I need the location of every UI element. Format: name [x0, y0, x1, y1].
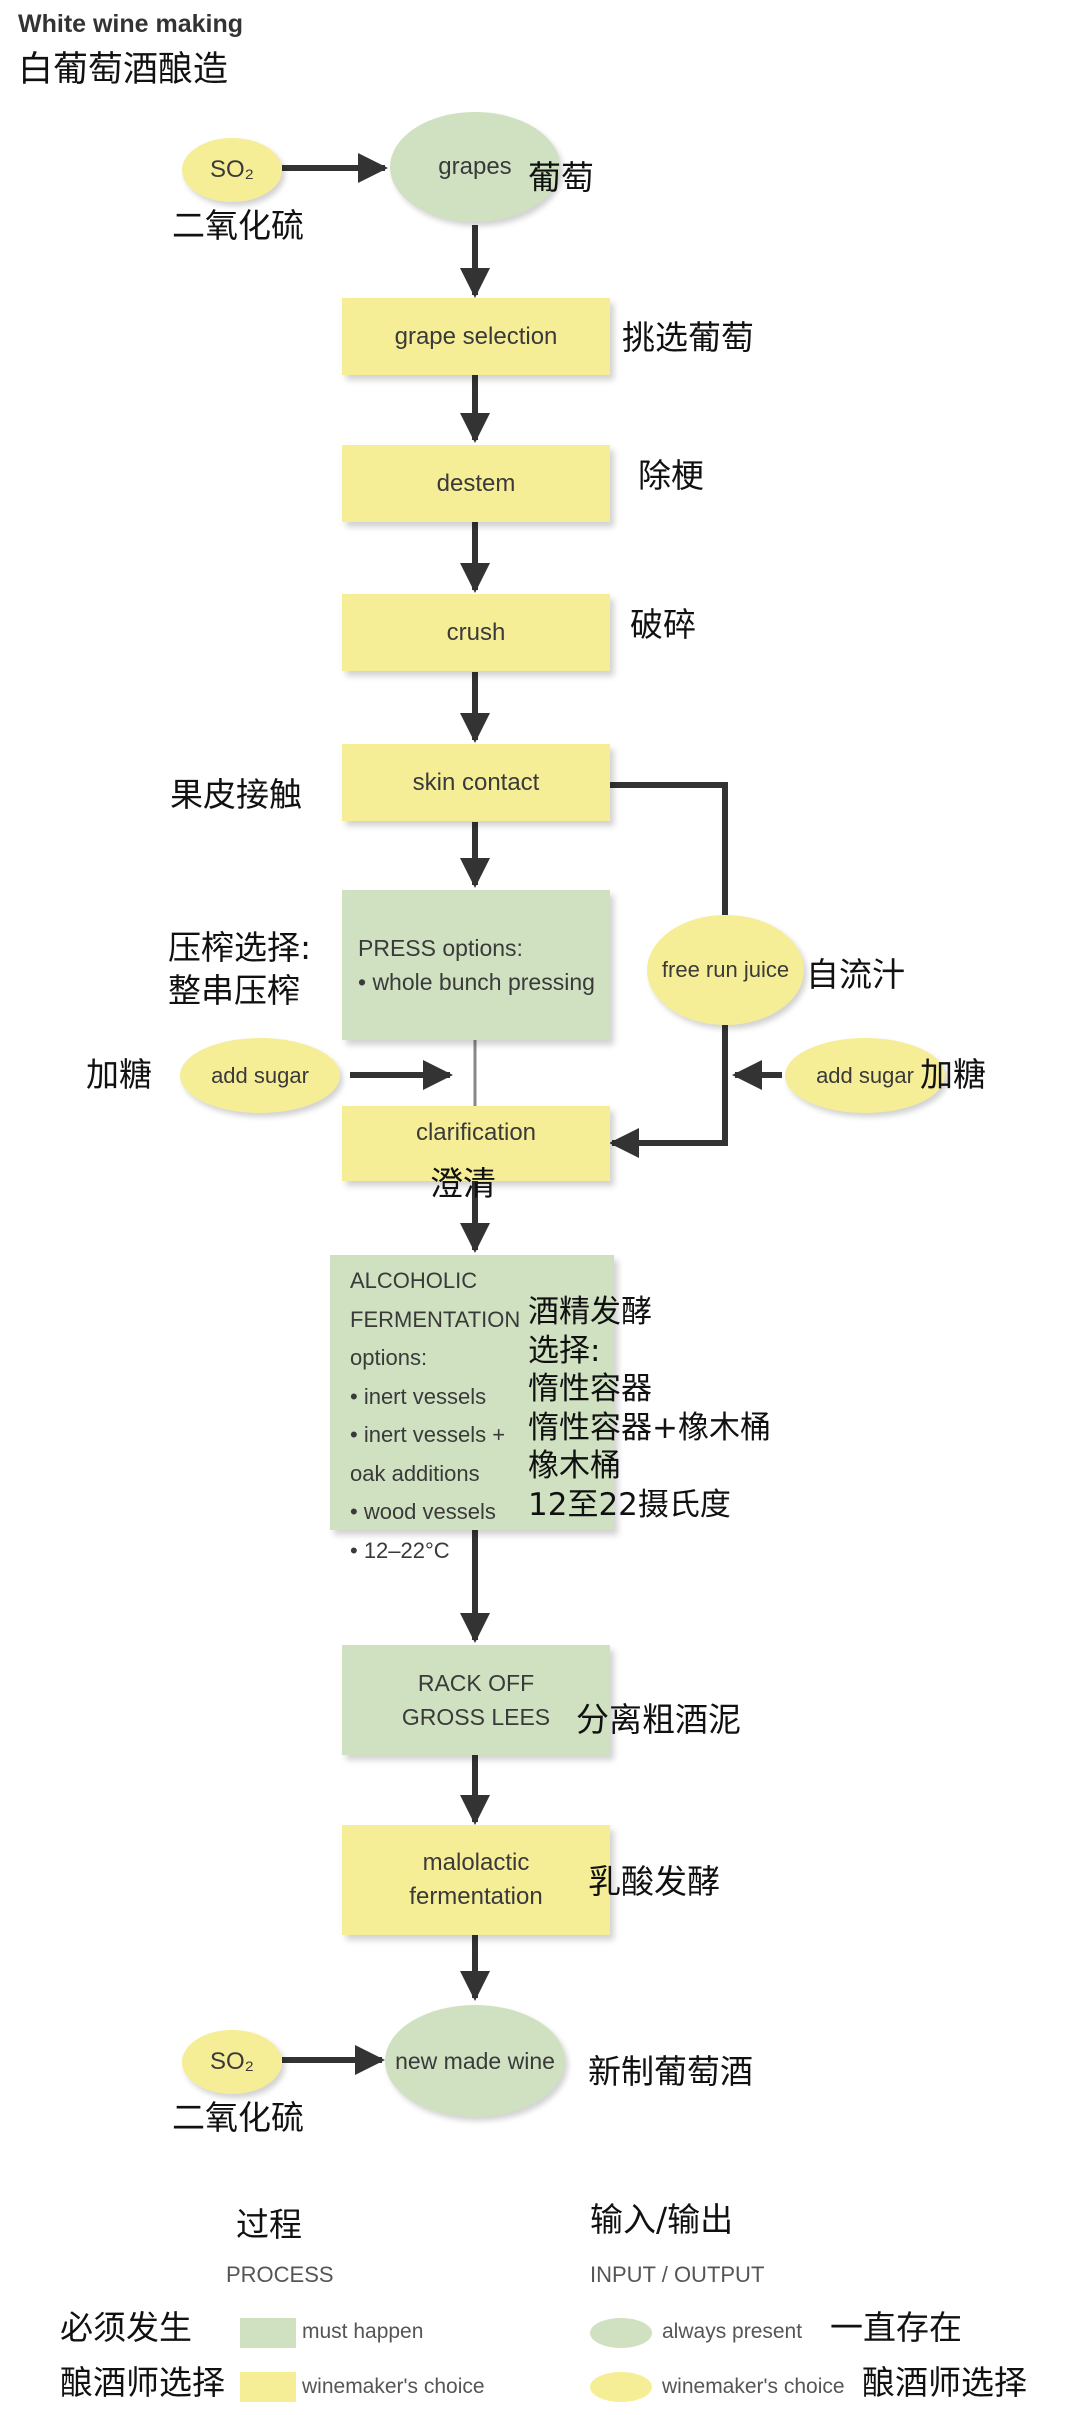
so2-top-cn: 二氧化硫 [172, 206, 304, 245]
destem-node: destem [342, 445, 610, 522]
legend-always-en: always present [662, 2320, 803, 2343]
line-skin-to-freerun [610, 782, 728, 915]
legend-process-en: PROCESS [226, 2262, 334, 2287]
legend-must-happen-swatch [240, 2318, 296, 2348]
press-options-node: PRESS options: • whole bunch pressing [342, 890, 610, 1040]
legend-must-happen-en: must happen [302, 2320, 424, 2343]
grape-selection-node: grape selection [342, 298, 610, 375]
legend-choice2-en: winemaker's choice [662, 2375, 845, 2398]
rack-off-node: RACK OFF GROSS LEES [342, 1645, 610, 1755]
fermentation-text: ALCOHOLIC FERMENTATION options: • inert … [350, 1268, 521, 1563]
so2-bottom-cn: 二氧化硫 [172, 2098, 304, 2137]
so2-bottom-node: SO₂ [182, 2030, 282, 2094]
legend-io-en: INPUT / OUTPUT [590, 2262, 765, 2287]
grapes-node: grapes [390, 112, 560, 222]
legend-always-swatch [590, 2318, 652, 2348]
grape-selection-cn: 挑选葡萄 [622, 318, 754, 357]
clarification-node: clarification [342, 1106, 610, 1181]
add-sugar-right-cn: 加糖 [920, 1055, 986, 1094]
fermentation-cn: 酒精发酵 选择: 惰性容器 惰性容器+橡木桶 橡木桶 12至22摄氏度 [528, 1294, 771, 1523]
arrow-freerun-to-clarification [609, 1025, 728, 1158]
destem-cn: 除梗 [638, 456, 704, 495]
legend-always-cn: 一直存在 [830, 2308, 962, 2347]
legend-io-cn: 输入/输出 [590, 2200, 734, 2239]
rack-off-cn: 分离粗酒泥 [576, 1700, 741, 1739]
new-made-wine-node: new made wine [385, 2005, 565, 2117]
clarification-cn: 澄清 [430, 1164, 496, 1203]
title-en: White wine making [18, 10, 244, 38]
malolactic-cn: 乳酸发酵 [588, 1862, 720, 1901]
legend-choice-en: winemaker's choice [302, 2375, 485, 2398]
grapes-cn: 葡萄 [528, 158, 594, 197]
fermentation-node [330, 1255, 614, 1530]
add-sugar-right-node: add sugar [785, 1038, 945, 1113]
legend-choice-swatch [240, 2372, 296, 2402]
press-options-cn: 压榨选择: 整串压榨 [168, 928, 312, 1010]
legend-must-happen-cn: 必须发生 [60, 2308, 192, 2347]
malolactic-node: malolactic fermentation [342, 1825, 610, 1935]
skin-contact-cn: 果皮接触 [170, 775, 302, 814]
legend-process-cn: 过程 [236, 2205, 302, 2244]
title-cn: 白葡萄酒酿造 [18, 50, 229, 90]
crush-node: crush [342, 594, 610, 671]
free-run-juice-cn: 自流汁 [806, 955, 905, 994]
add-sugar-left-node: add sugar [180, 1038, 340, 1113]
add-sugar-left-cn: 加糖 [86, 1055, 152, 1094]
legend-choice2-swatch [590, 2372, 652, 2402]
skin-contact-node: skin contact [342, 744, 610, 821]
free-run-juice-node: free run juice [647, 915, 804, 1025]
legend-choice-cn: 酿酒师选择 [60, 2363, 225, 2402]
so2-top-node: SO₂ [182, 138, 282, 202]
crush-cn: 破碎 [630, 605, 696, 644]
new-made-wine-cn: 新制葡萄酒 [588, 2052, 753, 2091]
legend-choice2-cn: 酿酒师选择 [862, 2363, 1027, 2402]
